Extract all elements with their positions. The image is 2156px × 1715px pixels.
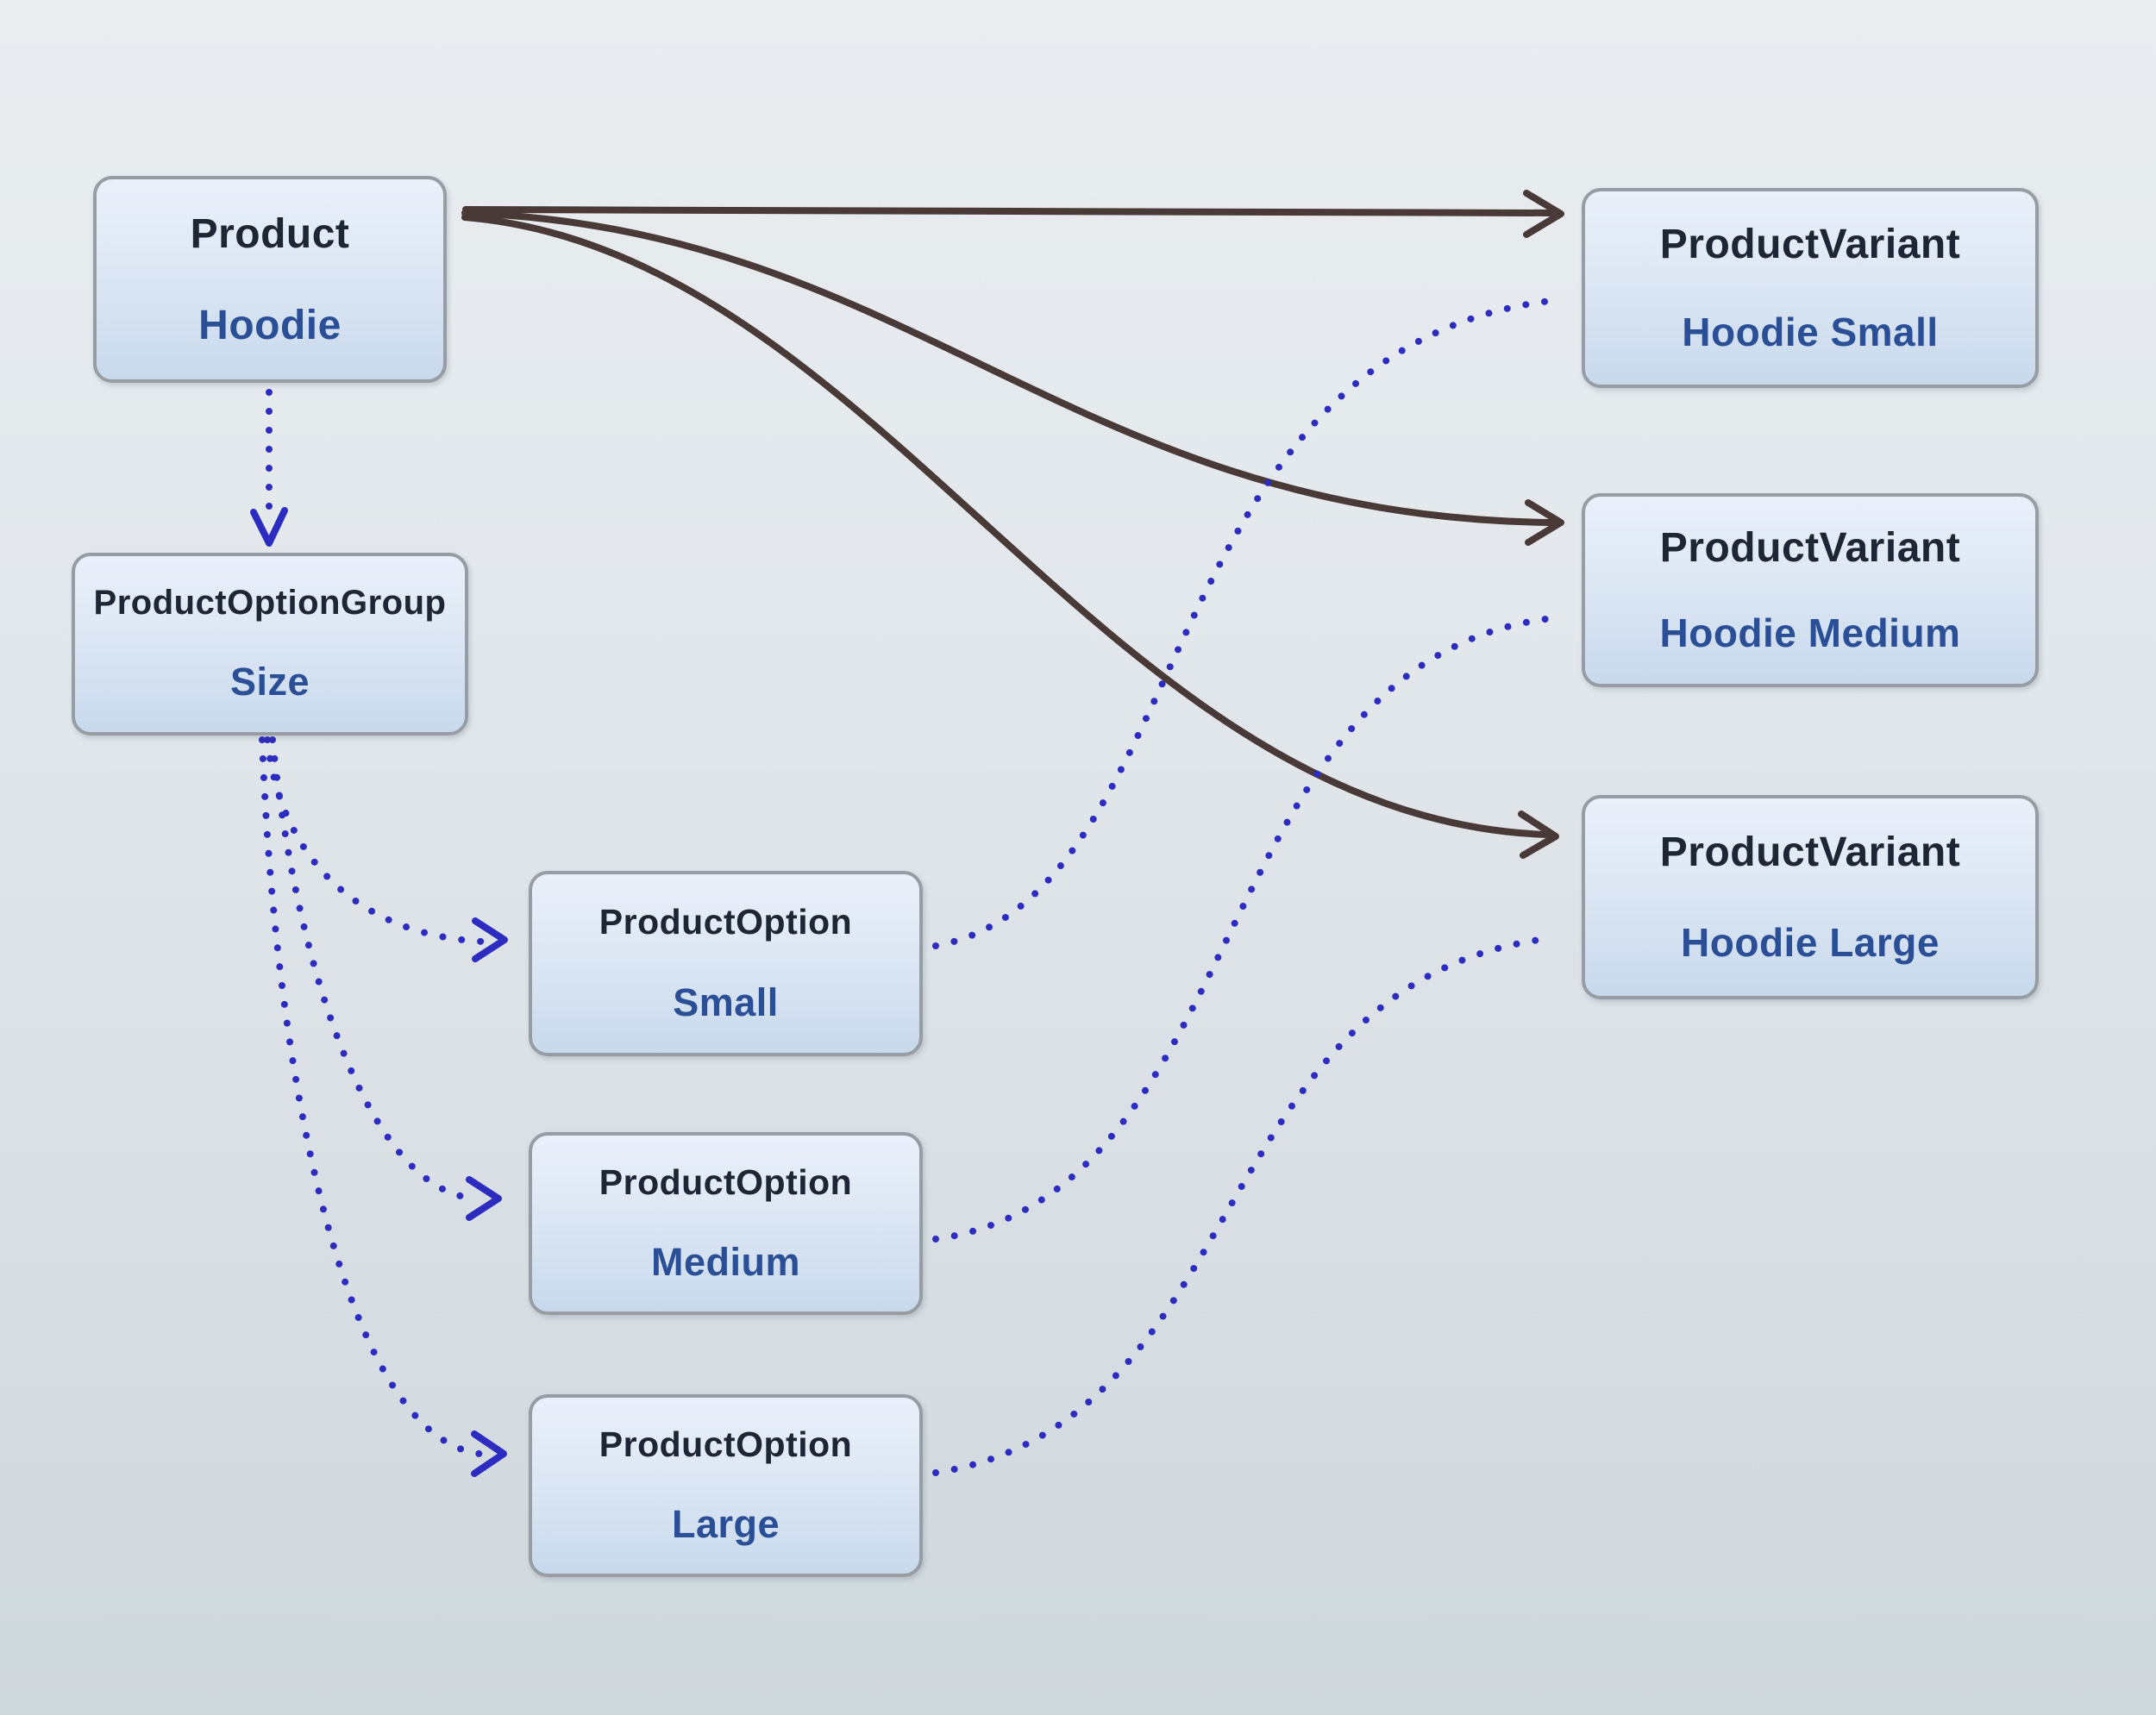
node-variant-small-label: Hoodie Small xyxy=(1682,310,1939,355)
node-variant-medium: ProductVariant Hoodie Medium xyxy=(1582,493,2039,687)
edge-product-to-variant-small xyxy=(462,190,1564,238)
node-variant-large-label: Hoodie Large xyxy=(1681,920,1940,965)
node-option-medium-label: Medium xyxy=(650,1239,800,1284)
node-option-group-label: Size xyxy=(229,660,310,704)
node-variant-small-type: ProductVariant xyxy=(1659,221,1961,267)
node-option-medium: ProductOption Medium xyxy=(529,1132,923,1315)
edge-option-large-to-variant-large xyxy=(932,935,1556,1476)
node-option-large-label: Large xyxy=(671,1501,780,1546)
edge-option-group-to-option-large xyxy=(259,736,507,1477)
node-variant-large: ProductVariant Hoodie Large xyxy=(1582,795,2039,999)
node-product: Product Hoodie xyxy=(93,176,447,383)
node-option-large-type: ProductOption xyxy=(599,1424,853,1465)
node-option-small: ProductOption Small xyxy=(529,871,923,1056)
node-option-small-type: ProductOption xyxy=(599,902,853,942)
node-option-group-size: ProductOptionGroup Size xyxy=(72,553,468,735)
node-variant-medium-label: Hoodie Medium xyxy=(1659,610,1961,655)
node-product-type: Product xyxy=(190,210,350,257)
node-option-small-label: Small xyxy=(673,980,779,1024)
node-variant-medium-type: ProductVariant xyxy=(1659,525,1961,571)
node-variant-large-type: ProductVariant xyxy=(1659,829,1961,875)
edge-product-to-variant-large xyxy=(461,214,1559,859)
edge-option-group-to-option-small xyxy=(264,736,508,962)
node-option-group-type: ProductOptionGroup xyxy=(93,583,447,622)
node-variant-small: ProductVariant Hoodie Small xyxy=(1582,188,2039,388)
edge-option-small-to-variant-small xyxy=(932,297,1561,949)
node-option-medium-type: ProductOption xyxy=(599,1162,853,1203)
edge-option-group-to-option-medium xyxy=(269,736,502,1221)
edge-option-medium-to-variant-medium xyxy=(932,615,1556,1242)
node-option-large: ProductOption Large xyxy=(529,1394,923,1577)
edge-product-to-option-group xyxy=(250,389,288,547)
node-product-label: Hoodie xyxy=(198,302,342,348)
edge-product-to-variant-medium xyxy=(461,210,1564,546)
